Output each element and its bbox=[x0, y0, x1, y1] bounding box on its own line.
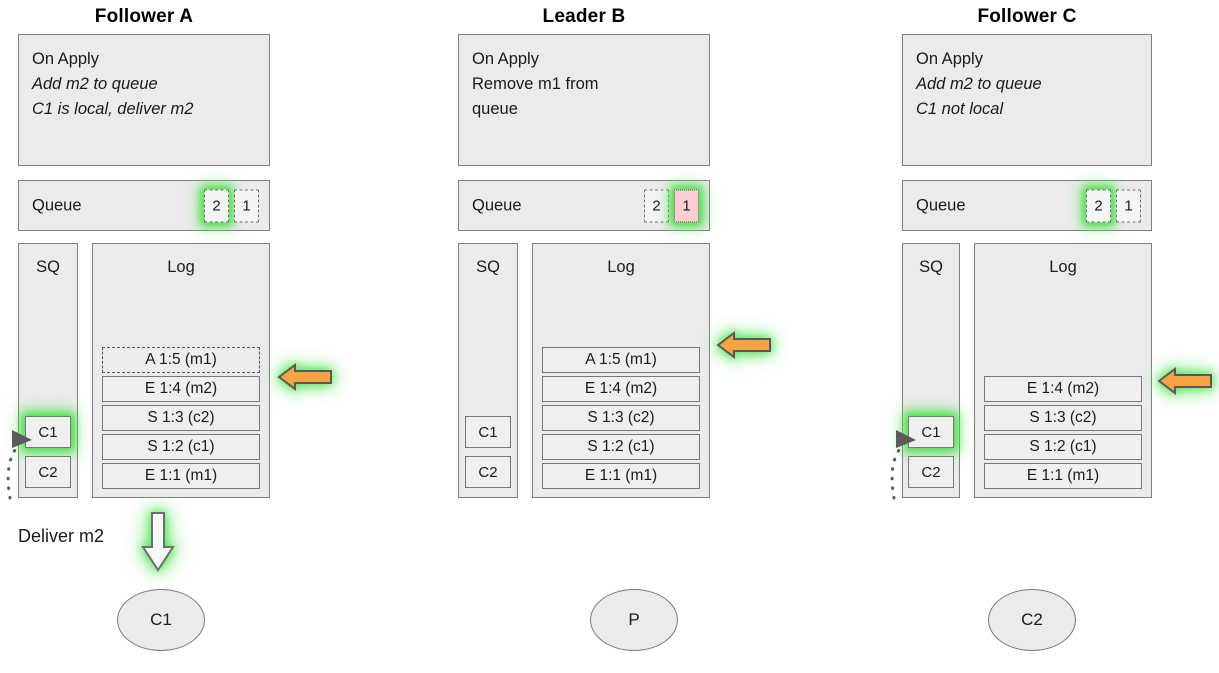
sq-cell-c2: C2 bbox=[908, 456, 954, 488]
log-entry: E 1:4 (m2) bbox=[102, 376, 260, 402]
log-heading: Log bbox=[1049, 258, 1077, 276]
on-apply-line-2: C1 not local bbox=[916, 100, 1004, 118]
log-entry: S 1:2 (c1) bbox=[984, 434, 1142, 460]
sq-heading: SQ bbox=[476, 258, 500, 276]
queue-slot: 1 bbox=[674, 189, 699, 222]
sq-cell-list: C1 C2 bbox=[25, 416, 71, 488]
on-apply-heading: On Apply bbox=[32, 50, 99, 68]
sq-cell-c1: C1 bbox=[25, 416, 71, 448]
sq-cell-c2: C2 bbox=[25, 456, 71, 488]
client-node-p: P bbox=[590, 589, 678, 651]
on-apply-line-1: Add m2 to queue bbox=[32, 75, 158, 93]
queue-slot: 2 bbox=[644, 189, 669, 222]
column-title-follower-a: Follower A bbox=[94, 6, 194, 27]
column-title-follower-c: Follower C bbox=[977, 6, 1077, 27]
queue-label: Queue bbox=[472, 196, 522, 214]
sq-incoming-pointer-follower-a bbox=[0, 412, 44, 502]
client-node-c2: C2 bbox=[988, 589, 1076, 651]
queue-label: Queue bbox=[916, 196, 966, 214]
queue-slot: 2 bbox=[204, 189, 229, 222]
log-entry: E 1:4 (m2) bbox=[542, 376, 700, 402]
apply-pointer-arrow-icon-follower-a bbox=[277, 362, 333, 392]
sq-panel-follower-c: SQ C1 C2 bbox=[902, 243, 960, 498]
on-apply-panel-follower-a: On Apply Add m2 to queue C1 is local, de… bbox=[18, 34, 270, 166]
log-heading: Log bbox=[607, 258, 635, 276]
column-leader-b: Leader B On Apply Remove m1 from queue Q… bbox=[458, 0, 710, 673]
log-entry-list: A 1:5 (m1) E 1:4 (m2) S 1:3 (c2) S 1:2 (… bbox=[542, 347, 700, 489]
on-apply-heading: On Apply bbox=[472, 50, 539, 68]
log-entry: E 1:1 (m1) bbox=[102, 463, 260, 489]
apply-pointer-arrow-icon-leader-b bbox=[716, 330, 772, 360]
on-apply-line-1: Remove m1 from bbox=[472, 75, 599, 93]
sq-cell-list: C1 C2 bbox=[465, 416, 511, 488]
log-entry: S 1:3 (c2) bbox=[984, 405, 1142, 431]
log-entry: A 1:5 (m1) bbox=[102, 347, 260, 373]
sq-cell-c1: C1 bbox=[908, 416, 954, 448]
log-entry: E 1:1 (m1) bbox=[984, 463, 1142, 489]
deliver-arrow-down-icon bbox=[140, 511, 176, 573]
sq-heading: SQ bbox=[919, 258, 943, 276]
queue-slots: 2 1 bbox=[1086, 189, 1141, 222]
queue-panel-follower-c: Queue 2 1 bbox=[902, 180, 1152, 231]
queue-slot: 1 bbox=[1116, 189, 1141, 222]
on-apply-line-2: C1 is local, deliver m2 bbox=[32, 100, 194, 118]
apply-pointer-arrow-icon-follower-c bbox=[1157, 366, 1213, 396]
queue-slots: 2 1 bbox=[644, 189, 699, 222]
log-entry: S 1:2 (c1) bbox=[542, 434, 700, 460]
log-entry: A 1:5 (m1) bbox=[542, 347, 700, 373]
log-panel-leader-b: Log A 1:5 (m1) E 1:4 (m2) S 1:3 (c2) S 1… bbox=[532, 243, 710, 498]
log-entry: S 1:2 (c1) bbox=[102, 434, 260, 460]
log-heading: Log bbox=[167, 258, 195, 276]
sq-cell-c2: C2 bbox=[465, 456, 511, 488]
log-entry-list: E 1:4 (m2) S 1:3 (c2) S 1:2 (c1) E 1:1 (… bbox=[984, 376, 1142, 489]
sq-heading: SQ bbox=[36, 258, 60, 276]
on-apply-line-1: Add m2 to queue bbox=[916, 75, 1042, 93]
queue-panel-follower-a: Queue 2 1 bbox=[18, 180, 270, 231]
queue-slot: 1 bbox=[234, 189, 259, 222]
sq-panel-leader-b: SQ C1 C2 bbox=[458, 243, 518, 498]
column-follower-a: Follower A On Apply Add m2 to queue C1 i… bbox=[18, 0, 270, 673]
log-entry: S 1:3 (c2) bbox=[102, 405, 260, 431]
client-node-c1: C1 bbox=[117, 589, 205, 651]
column-follower-c: Follower C On Apply Add m2 to queue C1 n… bbox=[902, 0, 1152, 673]
log-entry: E 1:1 (m1) bbox=[542, 463, 700, 489]
queue-panel-leader-b: Queue 2 1 bbox=[458, 180, 710, 231]
queue-label: Queue bbox=[32, 196, 82, 214]
queue-slots: 2 1 bbox=[204, 189, 259, 222]
log-panel-follower-a: Log A 1:5 (m1) E 1:4 (m2) S 1:3 (c2) S 1… bbox=[92, 243, 270, 498]
sq-cell-c1: C1 bbox=[465, 416, 511, 448]
log-panel-follower-c: Log E 1:4 (m2) S 1:3 (c2) S 1:2 (c1) E 1… bbox=[974, 243, 1152, 498]
on-apply-panel-follower-c: On Apply Add m2 to queue C1 not local bbox=[902, 34, 1152, 166]
sq-incoming-pointer-follower-c bbox=[882, 412, 928, 502]
log-entry-list: A 1:5 (m1) E 1:4 (m2) S 1:3 (c2) S 1:2 (… bbox=[102, 347, 260, 489]
log-entry: S 1:3 (c2) bbox=[542, 405, 700, 431]
sq-cell-list: C1 C2 bbox=[908, 416, 954, 488]
on-apply-line-2: queue bbox=[472, 100, 518, 118]
deliver-label: Deliver m2 bbox=[18, 526, 105, 546]
queue-slot: 2 bbox=[1086, 189, 1111, 222]
column-title-leader-b: Leader B bbox=[542, 6, 626, 27]
on-apply-panel-leader-b: On Apply Remove m1 from queue bbox=[458, 34, 710, 166]
sq-panel-follower-a: SQ C1 C2 bbox=[18, 243, 78, 498]
on-apply-heading: On Apply bbox=[916, 50, 983, 68]
log-entry: E 1:4 (m2) bbox=[984, 376, 1142, 402]
